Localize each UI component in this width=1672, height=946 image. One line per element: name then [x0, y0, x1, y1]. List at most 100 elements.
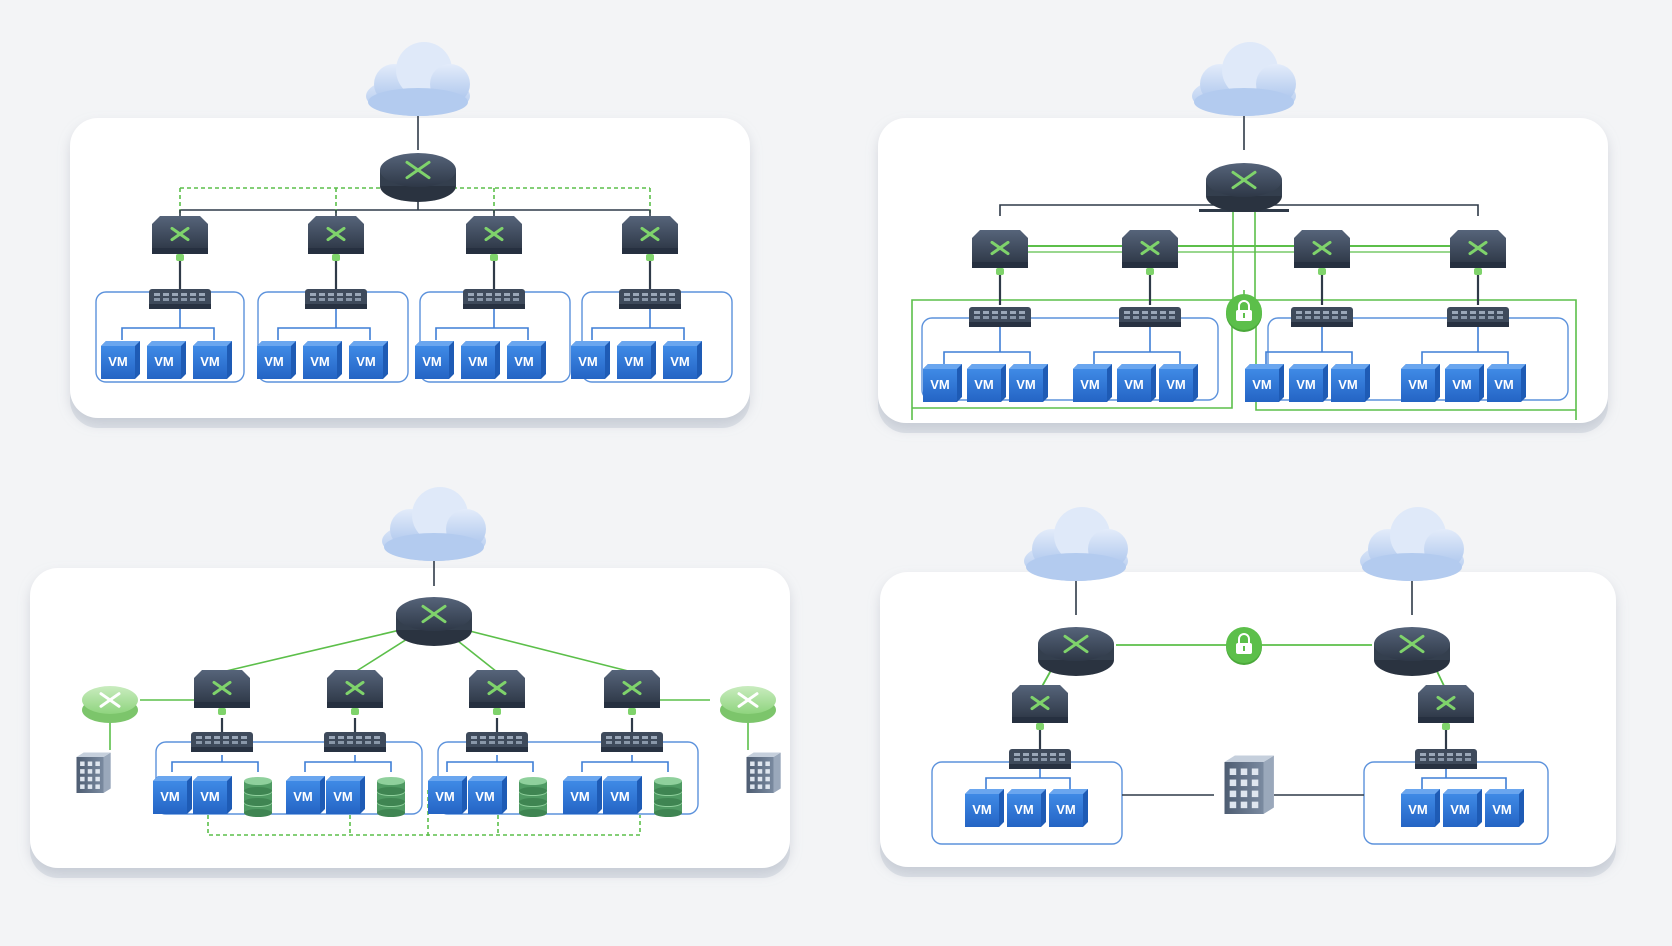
network-link — [1421, 777, 1507, 790]
vm-icon: VM — [1289, 364, 1328, 402]
vm-icon: VM — [967, 364, 1006, 402]
vm-icon: VM — [193, 776, 232, 814]
network-link — [171, 761, 259, 772]
vm-icon: VM — [507, 341, 546, 379]
core-router-icon — [1374, 627, 1450, 676]
vm-icon: VM — [1331, 364, 1370, 402]
distribution-switch-icon — [1418, 685, 1474, 730]
vm-label: VM — [310, 354, 330, 369]
vm-label: VM — [468, 354, 488, 369]
vm-label: VM — [435, 789, 455, 804]
network-link — [911, 299, 1234, 420]
vm-icon: VM — [1049, 789, 1088, 827]
vm-icon: VM — [1245, 364, 1284, 402]
vm-label: VM — [154, 354, 174, 369]
vm-label: VM — [1016, 377, 1036, 392]
access-switch-icon — [324, 732, 386, 752]
core-router-icon — [396, 597, 472, 646]
database-icon — [654, 777, 682, 817]
vm-icon: VM — [1443, 789, 1482, 827]
vm-icon: VM — [326, 776, 365, 814]
cloud-icon — [382, 487, 486, 561]
vm-icon: VM — [461, 341, 500, 379]
vm-icon: VM — [1401, 789, 1440, 827]
vm-icon: VM — [257, 341, 296, 379]
vm-label: VM — [670, 354, 690, 369]
access-switch-icon — [466, 732, 528, 752]
building-icon — [1224, 755, 1274, 814]
distribution-switch-icon — [466, 216, 522, 261]
network-link — [446, 761, 534, 772]
access-switch-icon — [1291, 307, 1353, 327]
vm-icon: VM — [303, 341, 342, 379]
access-switch-icon — [1415, 749, 1477, 769]
distribution-switch-icon — [1122, 230, 1178, 275]
vm-icon: VM — [1009, 364, 1048, 402]
vm-icon: VM — [101, 341, 140, 379]
vm-label: VM — [1166, 377, 1186, 392]
vm-icon: VM — [571, 341, 610, 379]
building-icon — [76, 752, 111, 793]
vm-label: VM — [1452, 377, 1472, 392]
diagram-panel-multi-cloud — [880, 572, 1616, 877]
vm-label: VM — [570, 789, 590, 804]
cloud-icon — [1024, 507, 1128, 581]
vm-icon: VM — [923, 364, 962, 402]
access-switch-icon — [969, 307, 1031, 327]
distribution-switch-icon — [604, 670, 660, 715]
vm-icon: VM — [1401, 364, 1440, 402]
network-link — [1093, 351, 1181, 368]
vm-icon: VM — [468, 776, 507, 814]
vm-label: VM — [610, 789, 630, 804]
distribution-switch-icon — [1012, 685, 1068, 730]
distribution-switch-icon — [622, 216, 678, 261]
vm-label: VM — [1014, 802, 1034, 817]
network-link — [435, 327, 529, 340]
access-switch-icon — [619, 289, 681, 309]
vm-icon: VM — [965, 789, 1004, 827]
vm-icon: VM — [1487, 364, 1526, 402]
vm-icon: VM — [1485, 789, 1524, 827]
cloud-icon — [366, 42, 470, 116]
vm-label: VM — [974, 377, 994, 392]
vm-icon: VM — [617, 341, 656, 379]
vm-label: VM — [160, 789, 180, 804]
vm-label: VM — [1080, 377, 1100, 392]
vm-icon: VM — [1007, 789, 1046, 827]
core-router-icon — [1206, 163, 1282, 212]
vm-label: VM — [356, 354, 376, 369]
edge-router-icon — [82, 686, 138, 723]
vm-label: VM — [1494, 377, 1514, 392]
database-icon — [244, 777, 272, 817]
distribution-switch-icon — [327, 670, 383, 715]
vm-label: VM — [514, 354, 534, 369]
access-switch-icon — [1447, 307, 1509, 327]
vm-label: VM — [1450, 802, 1470, 817]
core-router-icon — [1038, 627, 1114, 676]
distribution-switch-icon — [308, 216, 364, 261]
network-link — [591, 327, 685, 340]
network-link — [1265, 351, 1353, 368]
vm-icon: VM — [1073, 364, 1112, 402]
vm-icon: VM — [349, 341, 388, 379]
database-icon — [519, 777, 547, 817]
vm-icon: VM — [415, 341, 454, 379]
vm-label: VM — [1296, 377, 1316, 392]
distribution-switch-icon — [194, 670, 250, 715]
vm-label: VM — [108, 354, 128, 369]
vm-label: VM — [1338, 377, 1358, 392]
network-link — [1255, 300, 1576, 411]
network-link — [1421, 351, 1509, 368]
network-link — [207, 815, 641, 836]
vm-label: VM — [333, 789, 353, 804]
network-link — [304, 761, 392, 772]
distribution-switch-icon — [469, 670, 525, 715]
vm-label: VM — [475, 789, 495, 804]
access-switch-icon — [149, 289, 211, 309]
database-icon — [377, 777, 405, 817]
vm-icon: VM — [147, 341, 186, 379]
vm-icon: VM — [1117, 364, 1156, 402]
vm-icon: VM — [286, 776, 325, 814]
